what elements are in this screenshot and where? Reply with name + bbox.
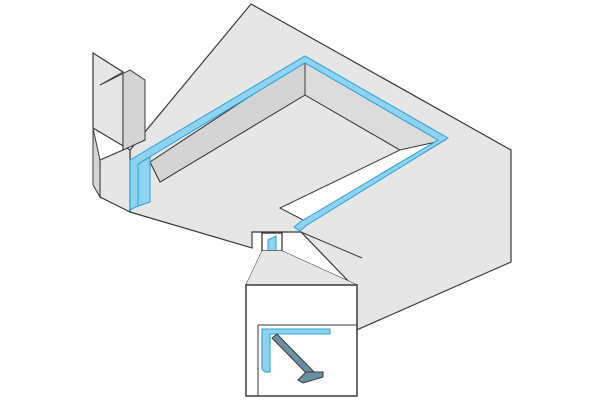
- detail-callout-box: [245, 231, 363, 286]
- roller-tool: [271, 333, 324, 384]
- left-flange: [92, 51, 146, 213]
- corner-profile: [261, 328, 331, 373]
- sealing-strip: [129, 55, 449, 286]
